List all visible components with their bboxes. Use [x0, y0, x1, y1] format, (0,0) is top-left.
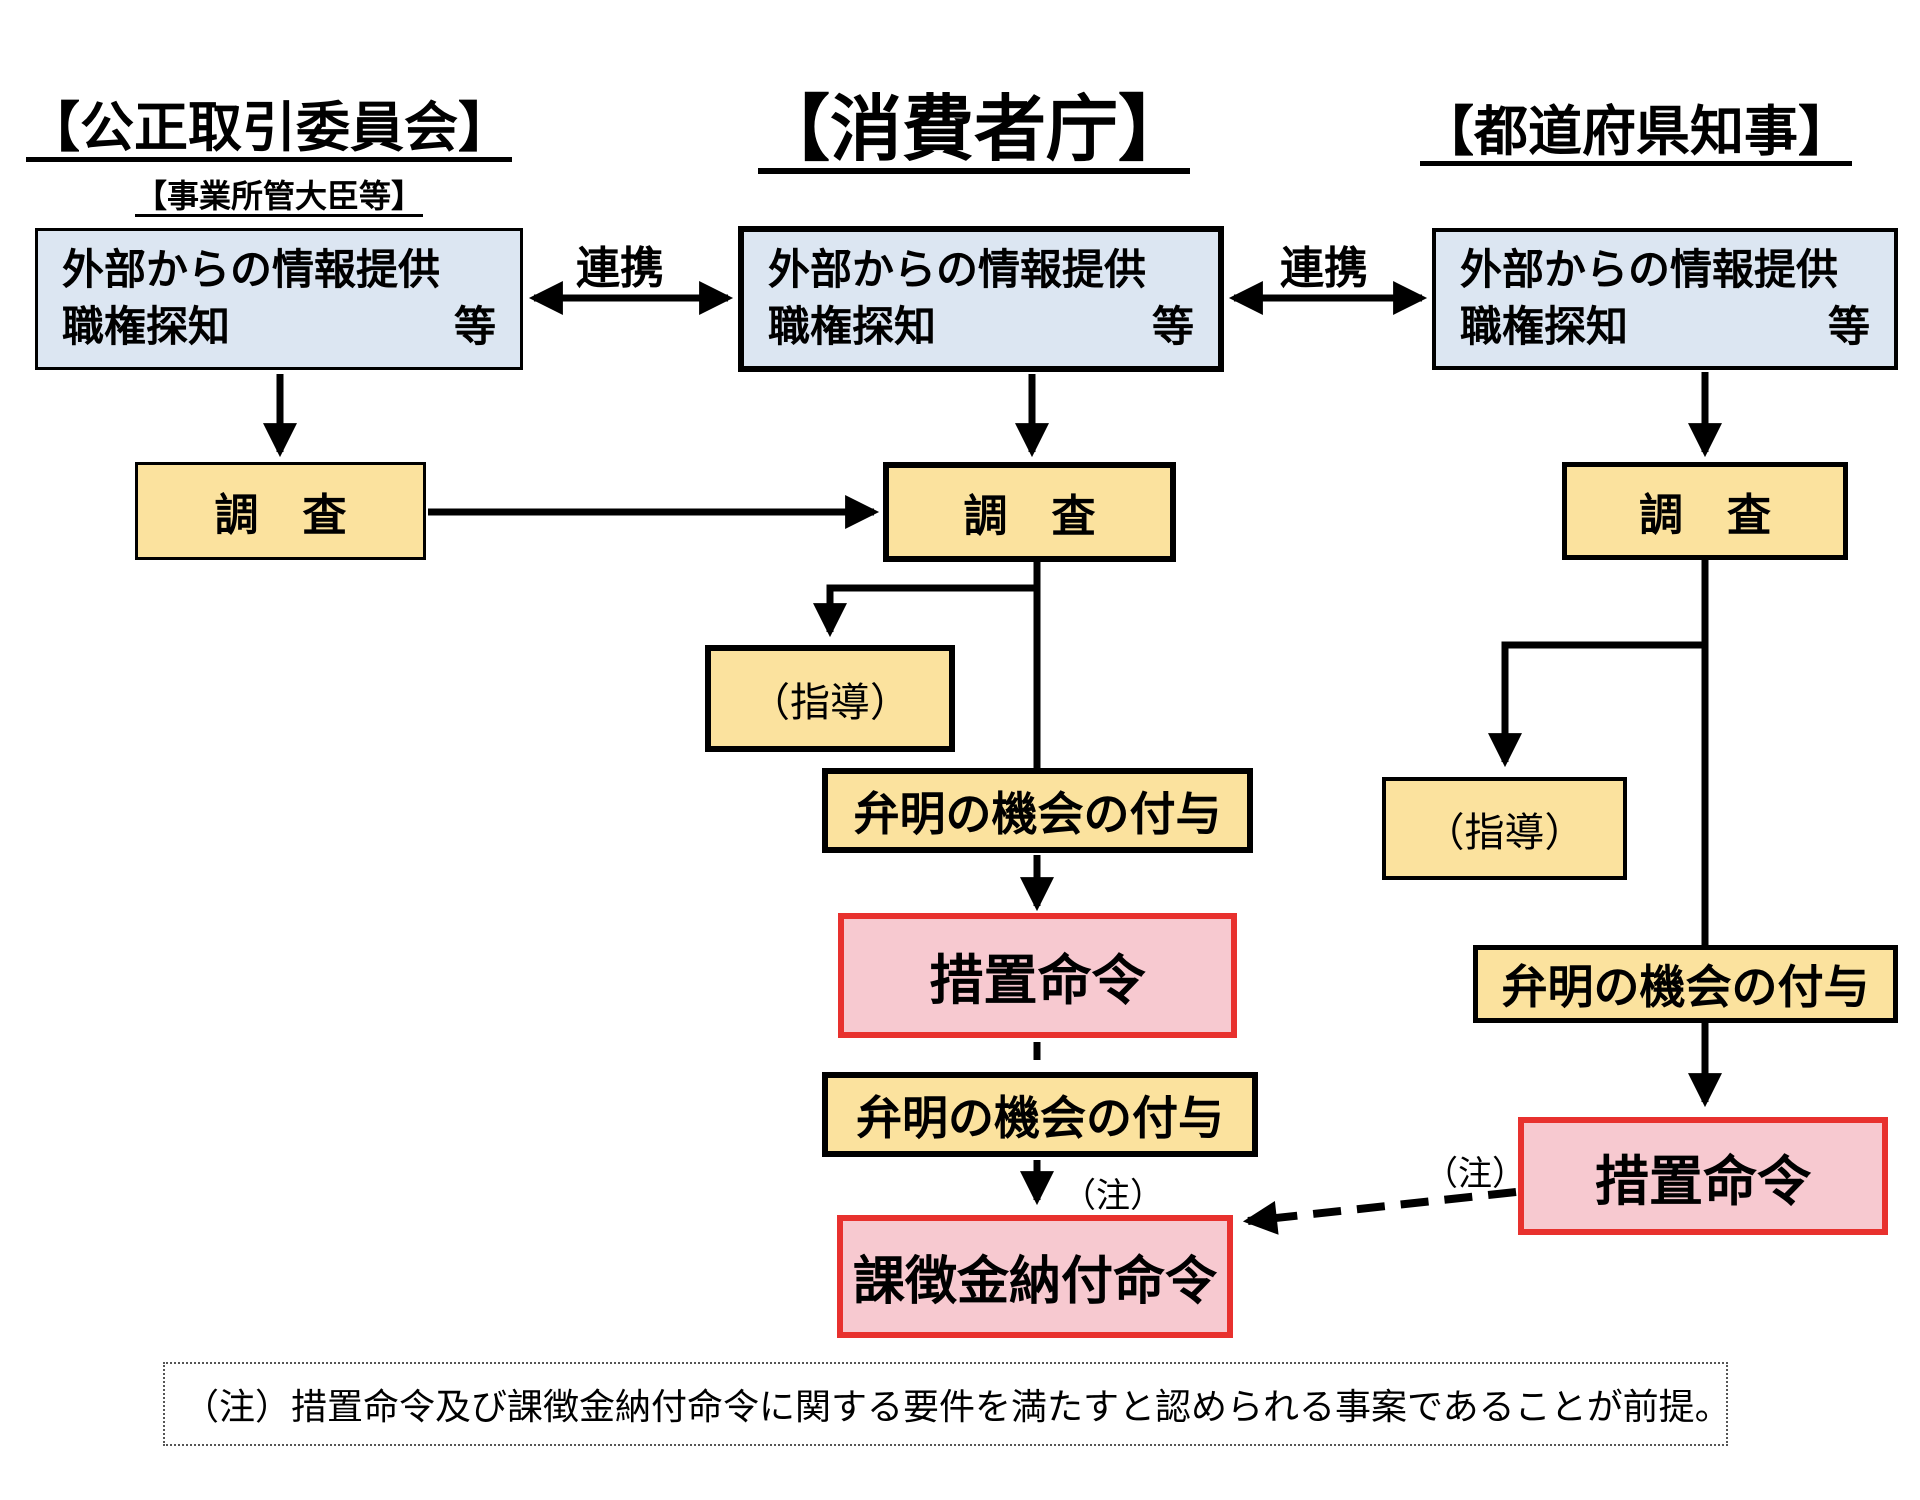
box-intake-caa: 外部からの情報提供 職権探知 等	[738, 226, 1224, 372]
intake-caa-line1: 外部からの情報提供	[768, 245, 1147, 295]
box-hearing-caa-1: 弁明の機会の付与	[822, 768, 1253, 853]
header-governor: 【都道府県知事】	[1420, 103, 1852, 166]
intake-gov-etc: 等	[1827, 302, 1870, 351]
box-guidance-caa: （指導）	[705, 645, 955, 752]
subheader-ministers: 【事業所管大臣等】	[135, 177, 424, 217]
box-investigation-caa: 調 査	[883, 462, 1176, 562]
footnote: （注）措置命令及び課徴金納付命令に関する要件を満たすと認められる事案であることが…	[163, 1362, 1731, 1446]
box-guidance-governor: （指導）	[1382, 777, 1627, 880]
intake-jftc-line1: 外部からの情報提供	[62, 245, 441, 295]
note-ref-governor: （注）	[1424, 1154, 1526, 1194]
box-hearing-governor: 弁明の機会の付与	[1473, 945, 1898, 1023]
box-hearing-caa-2: 弁明の機会の付与	[822, 1072, 1258, 1157]
box-intake-governor: 外部からの情報提供 職権探知 等	[1432, 228, 1898, 370]
dashed-arrow-gov-order-to-surcharge	[1242, 1188, 1517, 1235]
box-surcharge-order: 課徴金納付命令	[837, 1215, 1233, 1338]
box-order-governor: 措置命令	[1518, 1117, 1888, 1235]
intake-jftc-line2: 職権探知	[62, 302, 231, 351]
intake-caa-etc: 等	[1151, 302, 1194, 351]
header-jftc: 【公正取引委員会】	[26, 99, 512, 162]
intake-gov-line1: 外部からの情報提供	[1460, 245, 1839, 295]
box-investigation-governor: 調 査	[1562, 462, 1848, 560]
intake-jftc-etc: 等	[453, 302, 496, 351]
box-intake-jftc: 外部からの情報提供 職権探知 等	[35, 228, 523, 370]
arrow-caa-branch-to-guidance	[813, 584, 1037, 638]
box-investigation-jftc: 調 査	[135, 462, 426, 560]
note-ref-caa: （注）	[1062, 1176, 1164, 1216]
cooperation-label-left: 連携	[576, 243, 664, 294]
intake-gov-line2: 職権探知	[1460, 302, 1629, 351]
intake-caa-line2: 職権探知	[768, 302, 937, 351]
arrow-gov-branch-to-guidance	[1488, 641, 1705, 768]
header-caa: 【消費者庁】	[758, 91, 1191, 174]
box-order-caa: 措置命令	[838, 913, 1237, 1038]
cooperation-label-right: 連携	[1280, 243, 1368, 294]
